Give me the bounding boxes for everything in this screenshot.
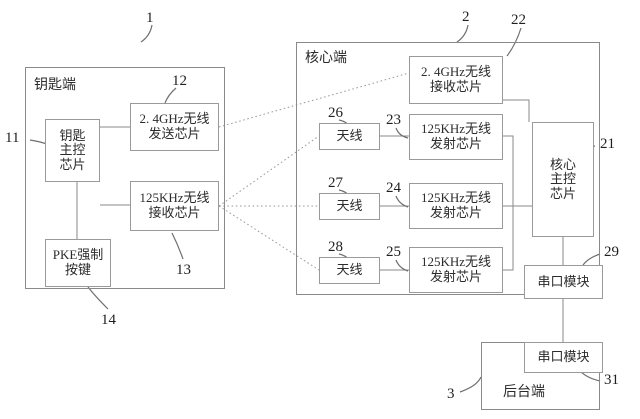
refnum-31: 31 xyxy=(604,372,619,388)
key-terminal-label: 钥匙端 xyxy=(34,78,76,93)
block-rx-24ghz-line-1: 2. 4GHz无线 xyxy=(420,64,492,80)
refnum-14: 14 xyxy=(101,312,116,328)
core-terminal-label: 核心端 xyxy=(305,51,347,66)
refnum-29: 29 xyxy=(604,244,619,260)
leader-ref-3 xyxy=(459,376,482,393)
block-key-mcu-line-2: 主控 xyxy=(59,142,86,158)
refnum-3: 3 xyxy=(447,386,455,402)
refnum-11: 11 xyxy=(5,130,20,146)
refnum-21: 21 xyxy=(600,136,615,152)
block-serial-module-backend[interactable]: 串口模块 xyxy=(524,342,603,373)
block-pke-button-line-1: PKE强制 xyxy=(52,247,104,263)
refnum-25: 25 xyxy=(386,244,401,260)
block-tx-125khz-3[interactable]: 125KHz无线 发射芯片 xyxy=(409,247,503,293)
refnum-24: 24 xyxy=(386,180,401,196)
block-antenna-2[interactable]: 天线 xyxy=(319,193,380,220)
refnum-1: 1 xyxy=(146,10,154,26)
block-antenna-3-label: 天线 xyxy=(336,262,363,278)
block-tx-125khz-1-line-1: 125KHz无线 xyxy=(420,121,492,137)
block-rx-125khz-line-2: 接收芯片 xyxy=(148,205,201,220)
refnum-13: 13 xyxy=(176,262,191,278)
block-tx-125khz-2[interactable]: 125KHz无线 发射芯片 xyxy=(409,183,503,229)
block-rx-125khz-line-1: 125KHz无线 xyxy=(139,190,210,206)
block-tx-125khz-1[interactable]: 125KHz无线 发射芯片 xyxy=(409,114,503,160)
block-core-mcu[interactable]: 核心 主控 芯片 xyxy=(532,122,594,237)
refnum-28: 28 xyxy=(328,239,343,255)
block-rx-24ghz-line-2: 接收芯片 xyxy=(429,79,482,94)
block-rx-24ghz[interactable]: 2. 4GHz无线 接收芯片 xyxy=(409,56,503,104)
core-terminal-group xyxy=(296,42,600,295)
refnum-26: 26 xyxy=(328,105,343,121)
block-antenna-1-label: 天线 xyxy=(336,128,363,144)
block-antenna-2-label: 天线 xyxy=(336,198,363,214)
block-tx-125khz-1-line-2: 发射芯片 xyxy=(429,136,482,151)
block-rx-125khz[interactable]: 125KHz无线 接收芯片 xyxy=(130,181,219,231)
block-serial-module-core-label: 串口模块 xyxy=(537,273,590,289)
leader-ref-14 xyxy=(87,286,109,310)
block-serial-module-core[interactable]: 串口模块 xyxy=(524,265,603,299)
block-key-mcu[interactable]: 钥匙 主控 芯片 xyxy=(45,119,100,182)
block-antenna-1[interactable]: 天线 xyxy=(319,123,380,150)
refnum-23: 23 xyxy=(386,112,401,128)
block-serial-module-backend-label: 串口模块 xyxy=(537,349,590,365)
refnum-27: 27 xyxy=(328,175,343,191)
block-pke-button[interactable]: PKE强制 按键 xyxy=(45,239,111,287)
leader-ref-2 xyxy=(456,24,469,43)
block-core-mcu-line-1: 核心 xyxy=(549,156,576,172)
block-tx-125khz-3-line-2: 发射芯片 xyxy=(429,269,482,284)
block-tx-125khz-2-line-2: 发射芯片 xyxy=(429,205,482,220)
block-tx-24ghz-line-1: 2. 4GHz无线 xyxy=(139,111,210,127)
block-pke-button-line-2: 按键 xyxy=(64,262,91,277)
block-tx-125khz-3-line-1: 125KHz无线 xyxy=(420,254,492,270)
block-tx-24ghz-line-2: 发送芯片 xyxy=(148,126,201,141)
block-antenna-3[interactable]: 天线 xyxy=(319,257,380,284)
block-key-mcu-line-1: 钥匙 xyxy=(59,127,86,143)
key-terminal-group xyxy=(25,67,225,289)
block-core-mcu-line-2: 主控 xyxy=(549,171,576,187)
refnum-2: 2 xyxy=(462,9,470,25)
leader-ref-1 xyxy=(140,24,153,43)
refnum-12: 12 xyxy=(172,73,187,89)
block-key-mcu-line-3: 芯片 xyxy=(59,156,86,172)
block-tx-24ghz[interactable]: 2. 4GHz无线 发送芯片 xyxy=(130,103,219,151)
block-tx-125khz-2-line-1: 125KHz无线 xyxy=(420,190,492,206)
block-core-mcu-line-3: 芯片 xyxy=(549,185,576,201)
refnum-22: 22 xyxy=(511,12,526,28)
backend-terminal-label: 后台端 xyxy=(503,385,545,400)
